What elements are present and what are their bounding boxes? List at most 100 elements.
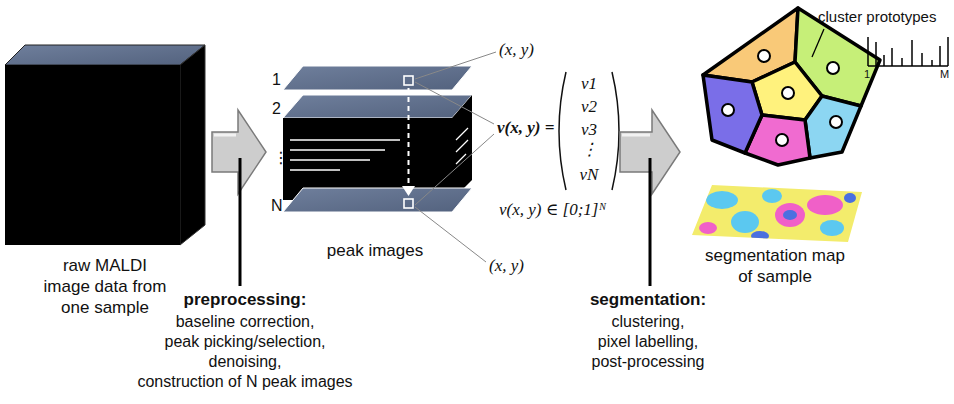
segmentation-map-part-part [706, 191, 738, 209]
segmentation-map-part-part [844, 193, 856, 203]
step-item: post-processing [592, 352, 705, 372]
layer-number: 2 [272, 99, 281, 119]
segmentation-map-part [699, 189, 856, 241]
vector-name: v(x, y) = [497, 118, 554, 138]
step-item: clustering, [612, 312, 685, 332]
prototype-spectrum-part [867, 37, 869, 66]
peak-lines [290, 128, 468, 170]
segmentation-map-part-part [783, 210, 797, 220]
pixel-coordinate: (x, y) [489, 256, 524, 276]
step-heading: segmentation: [590, 290, 706, 310]
segmentation-map-part-part [699, 222, 717, 234]
pixel-leaders-part [415, 52, 496, 79]
prototype-spectrum-part [891, 48, 893, 66]
segmentation-map-part-part [751, 231, 769, 241]
pixel-coordinate: (x, y) [499, 40, 534, 60]
prototype-spectrum-part [883, 55, 885, 66]
prototype-spectrum-part [875, 42, 877, 66]
layer-number: 1 [272, 70, 281, 90]
data-cube [5, 45, 205, 245]
peak-image-stack-part [402, 186, 415, 196]
prototype-dots-part [827, 62, 839, 74]
prototype-spectrum-part [931, 60, 933, 66]
axis-tick: 1 [864, 67, 870, 81]
prototype-dots [722, 50, 842, 146]
segmentation-map-part [692, 185, 862, 242]
vector-entry: v3 [581, 120, 597, 140]
peak-lines-part [290, 169, 340, 170]
vector-brackets [559, 72, 619, 190]
step-item: denoising, [209, 352, 282, 372]
callout-text: cluster prototypes [818, 8, 936, 26]
segmentation-map-part-part [807, 195, 843, 215]
vector-brackets-part [559, 72, 566, 190]
peak-lines-part [290, 159, 370, 160]
leader-line [649, 158, 652, 286]
prototype-spectrum-part [921, 53, 923, 66]
segmentation-map-part-part [820, 220, 844, 236]
segmentation-map [692, 185, 862, 242]
prototype-dots-part [776, 134, 788, 146]
step-item: peak picking/selection, [165, 332, 326, 352]
vector-domain: v(x, y) ∈ [0;1]ᴺ [499, 200, 606, 220]
arrow-highlight [214, 134, 236, 137]
axis-tick: M [940, 67, 949, 81]
layer-number: N [271, 196, 283, 216]
peak-lines-part [456, 128, 468, 140]
peak-image-stack-part [283, 95, 472, 118]
segmentation-map-part-part [762, 189, 782, 203]
peak-lines-part [290, 139, 400, 140]
vector-entry: ⋮ [581, 140, 598, 160]
pixel-leaders-part [415, 134, 494, 205]
voronoi-cells-part [703, 75, 762, 153]
segmentation-map-part-part [775, 203, 805, 227]
prototype-spectrum-part [868, 65, 948, 67]
prototype-dots-part [782, 87, 794, 99]
prototype-spectrum-part [901, 58, 903, 66]
leader-line [239, 158, 242, 286]
layer-number: ⋮ [273, 148, 289, 168]
node-caption: raw MALDI image data from one sample [40, 255, 170, 318]
pixel-leaders-part [415, 82, 494, 124]
peak-image-stack: peak images [272, 40, 618, 270]
data-cube-part [5, 45, 205, 65]
peak-lines-part [456, 140, 468, 152]
step-item: construction of N peak images [137, 372, 352, 392]
peak-image-stack [283, 66, 472, 212]
prototype-spectrum-part [911, 40, 913, 66]
voronoi-cells [703, 8, 880, 165]
prototype-dots-part [758, 50, 770, 62]
step-heading: preprocessing: [184, 290, 307, 310]
vector-brackets-part [612, 72, 619, 190]
step-item: baseline correction, [176, 312, 315, 332]
peak-image-stack-part [283, 188, 472, 212]
arrow-highlight [622, 134, 650, 137]
segmentation-result: segmentation map of sample [686, 4, 952, 296]
vector-entry: v1 [581, 74, 597, 94]
vector-entry: vN [580, 165, 599, 185]
voronoi-cells-part [805, 96, 861, 158]
node-caption: segmentation map of sample [700, 245, 850, 287]
peak-lines-part [456, 154, 466, 164]
pixel-leaders [415, 52, 496, 262]
node-caption: peak images [310, 240, 440, 261]
data-cube-part [180, 45, 205, 245]
prototype-spectrum-part [947, 37, 949, 66]
prototype-dots-part [830, 116, 842, 128]
prototype-spectrum [868, 37, 948, 66]
peak-lines-part [290, 149, 385, 150]
vector-entry: v2 [581, 97, 597, 117]
data-cube-part [5, 65, 180, 245]
step-item: pixel labelling, [598, 332, 699, 352]
peak-image-stack-part [404, 76, 413, 85]
segmentation-map-part-part [731, 211, 759, 233]
prototype-dots-part [722, 104, 734, 116]
pixel-leaders-part [415, 207, 486, 262]
prototype-spectrum-part [939, 46, 941, 66]
peak-image-stack-part [404, 199, 413, 208]
raw-data-cube: raw MALDI image data from one sample [0, 40, 210, 325]
prototype-leader [812, 29, 824, 57]
